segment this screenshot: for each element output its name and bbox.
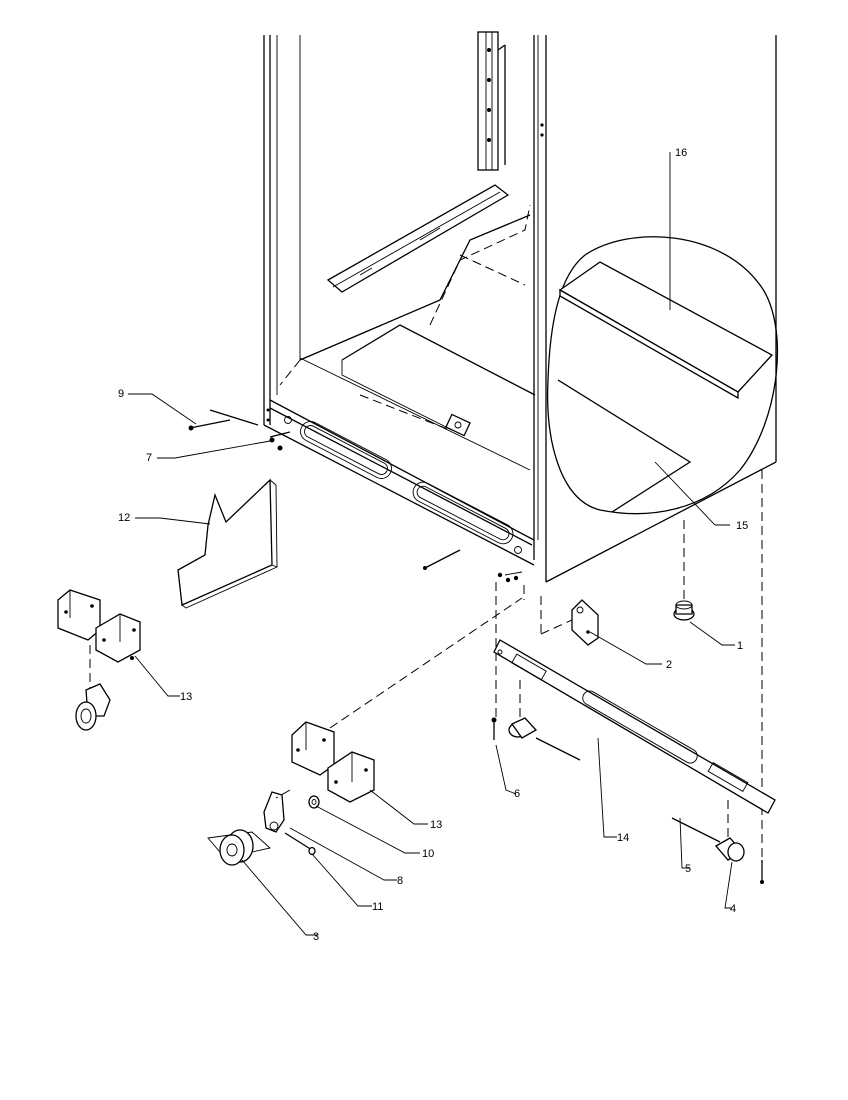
hinge-rail: [477, 31, 506, 171]
caster-wheel-left: [75, 683, 111, 731]
spacer-4: [714, 837, 745, 862]
callout-6: 6: [514, 788, 520, 800]
callout-leaders: [128, 152, 735, 936]
callout-15: 16: [675, 147, 687, 159]
callout-13-left: 13: [180, 691, 192, 703]
callout-5: 5: [685, 863, 691, 875]
front-bottom-rail: [263, 399, 535, 566]
long-screw: [423, 549, 461, 570]
spacer-and-rod: [508, 717, 581, 761]
pin-11: [284, 832, 316, 856]
callout-9: 9: [118, 388, 124, 400]
callout-12: 12: [118, 512, 130, 524]
refrigerator-cabinet: [263, 31, 777, 583]
insulation-detail-bubble: [546, 236, 779, 600]
rear-crossbar: [326, 184, 510, 293]
screw-6: [491, 717, 497, 740]
wheel-axle-bracket-8: [263, 791, 285, 833]
callout-8: 8: [397, 875, 403, 887]
kick-plate-14: [493, 639, 776, 840]
screws-7: [269, 431, 291, 451]
access-panel-12: [177, 478, 278, 609]
caster-bracket-13-center: [291, 721, 375, 803]
callout-7: 7: [146, 452, 152, 464]
insulation-panel-15: [558, 261, 774, 400]
callout-16: 15: [736, 520, 748, 532]
leveling-leg-1: [673, 600, 695, 621]
callout-4: 4: [730, 903, 736, 915]
callout-3: 3: [313, 931, 319, 943]
callout-1: 1: [737, 640, 743, 652]
caster-wheel-3: [207, 829, 271, 866]
callout-2: 2: [666, 659, 672, 671]
mounting-plate-2: [540, 596, 599, 646]
callout-13-center: 13: [430, 819, 442, 831]
nut-10: [308, 795, 320, 809]
callout-10: 10: [422, 848, 434, 860]
rod-5: [671, 817, 721, 843]
long-screw-right: [760, 470, 764, 884]
callout-14: 14: [617, 832, 629, 844]
callout-11: 11: [372, 901, 383, 913]
bracket-screws: [497, 571, 523, 583]
insulation-sheet-16: [557, 379, 692, 513]
caster-bracket-13-left: [57, 589, 141, 690]
screw-9: [188, 419, 231, 431]
